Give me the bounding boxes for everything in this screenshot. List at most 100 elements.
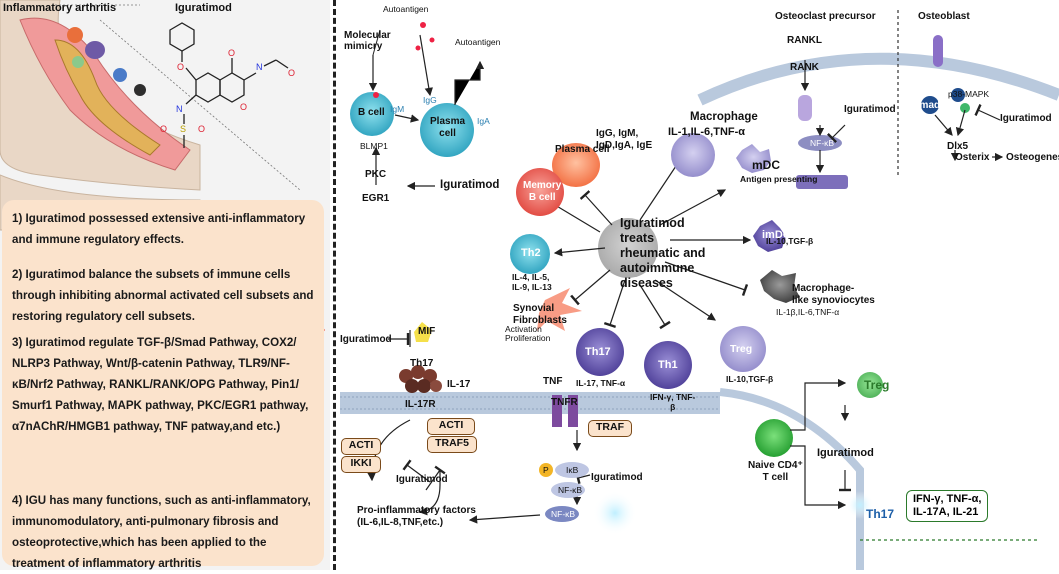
panel-divider [333, 0, 336, 570]
il17r-label: IL-17R [405, 399, 436, 410]
macrophage-shape [671, 133, 715, 177]
memory-b-shape [516, 168, 564, 216]
iguratimod-structure: O O N O O N S O O [160, 22, 295, 148]
autoantigen-label-2: Autoantigen [455, 37, 501, 47]
autoantigen-label-1: Autoantigen [383, 4, 429, 14]
traf-box: TRAF [588, 420, 632, 437]
plasma-cell-center-shape [552, 143, 600, 187]
summary-point-3: 3) Iguratimod regulate TGF-β/Smad Pathwa… [12, 336, 309, 433]
synoviocyte-label: Macrophage- like synoviocytes [792, 283, 875, 306]
p-label: P [543, 465, 549, 475]
dlx5-label: Dlx5 [947, 141, 969, 152]
bone-iguratimod-label-2: Iguratimod [1000, 113, 1052, 124]
mdc-shape [736, 144, 771, 173]
svg-text:O: O [288, 68, 295, 78]
synoviocyte-cytokines: IL-1β,IL-6,TNF-α [776, 307, 840, 317]
mdc-note: Antigen presenting [740, 174, 818, 184]
b-cell-shape [350, 92, 394, 136]
synovial-label: Synovial Fibroblasts [513, 303, 567, 326]
svg-text:O: O [240, 102, 247, 112]
imdc-cytokines: IL-10,TGF-β [766, 236, 814, 246]
synoviocyte-shape [760, 270, 800, 303]
th2-cytokines: IL-4, IL-5, IL-9, IL-13 [512, 272, 552, 292]
treg-label: Treg [864, 378, 890, 392]
svg-text:O: O [198, 124, 205, 134]
rankl-label: RANKL [787, 35, 822, 46]
th17-iguratimod-label-2: Iguratimod [396, 474, 448, 485]
osteogenesis-label: Osteogenesis [1006, 152, 1059, 163]
act1-box-a: ACTI [427, 418, 475, 435]
mdc-label: mDC [752, 158, 781, 172]
drug-title: Iguratimod [175, 2, 232, 14]
iga-label: IgA [477, 116, 490, 126]
synovial-note: Activation Proliferation [505, 324, 551, 343]
summary-point-4: 4) IGU has many functions, such as anti-… [12, 494, 311, 570]
th17-pathway-label: Th17 [410, 358, 434, 369]
memory-b-label: Memory B cell [523, 180, 562, 203]
igg-label: IgG [423, 95, 437, 105]
svg-text:O: O [228, 48, 235, 58]
plasma-cell-center-label: Plasma cell [555, 144, 610, 155]
nfkb-label-2: NF-κB [551, 509, 576, 519]
synovial-shape [537, 288, 582, 331]
pro-inflammatory-label: Pro-inflammatory factors (IL-6,IL-8,TNF,… [357, 505, 476, 528]
th17-tcell-label: Th17 [866, 507, 895, 521]
summary-box: 1) Iguratimod possessed extensive anti-i… [2, 200, 324, 570]
smad-label: smad [914, 100, 941, 111]
bone-membrane [697, 52, 1059, 106]
pkc-label: PKC [365, 169, 387, 180]
il17-label: IL-17 [447, 379, 471, 390]
imdc-shape [753, 220, 786, 252]
svg-text:O: O [160, 124, 167, 134]
th1-label: Th1 [658, 359, 678, 371]
th17-iguratimod-label: Iguratimod [340, 334, 392, 345]
treg-center-label: Treg [730, 343, 753, 355]
osteoblast-label: Osteoblast [918, 11, 970, 22]
th17-cytokine-box: IFN-γ, TNF-α, IL-17A, IL-21 [906, 490, 989, 522]
treg-center-cytokines: IL-10,TGF-β [726, 374, 774, 384]
tnfr-label: TNFR [551, 397, 578, 408]
mif-label: MIF [418, 326, 436, 337]
svg-text:N: N [176, 104, 183, 114]
naive-cell-shape [755, 419, 793, 457]
svg-text:N: N [256, 62, 263, 72]
bcell-iguratimod-label: Iguratimod [440, 179, 500, 191]
summary-point-1: 1) Iguratimod possessed extensive anti-i… [12, 212, 306, 246]
ikki-box: IKKI [341, 456, 381, 473]
b-cell-label: B cell [358, 107, 385, 118]
th17-cluster [399, 365, 442, 393]
naive-cell-label: Naive CD4⁺ T cell [748, 460, 803, 483]
macrophage-label: Macrophage [690, 111, 758, 123]
osteoclast-precursor-label: Osteoclast precursor [775, 11, 876, 22]
mif-star [414, 322, 432, 342]
th17-center-cytokines: IL-17, TNF-α [576, 378, 626, 388]
rank-label: RANK [790, 62, 819, 73]
ig-list-label: IgG, IgM, IgD,IgA, IgE [596, 128, 653, 151]
bone-iguratimod-label: Iguratimod [844, 104, 896, 115]
th1-cytokines: IFN-γ, TNF- β [650, 392, 696, 412]
ikb-label: IκB [566, 465, 579, 475]
th2-shape [510, 234, 550, 274]
treg-shape [720, 326, 766, 372]
th17-center-label: Th17 [585, 346, 611, 358]
act1-box-b: ACTI [341, 438, 381, 455]
svg-text:S: S [180, 124, 186, 134]
imdc-label: imDC [762, 229, 791, 241]
th1-shape [644, 341, 692, 389]
egr1-label: EGR1 [362, 193, 390, 204]
osterix-label: Osterix [955, 152, 990, 163]
plasma-cell-label: Plasma cell [430, 116, 466, 139]
p38-label: p38-MAPK [948, 89, 990, 99]
svg-text:O: O [177, 62, 184, 72]
nfkb-label-1: NF-κB [558, 485, 583, 495]
center-summary: Iguratimod treats rheumatic and autoimmu… [620, 216, 706, 290]
joint-illustration [0, 0, 301, 231]
tnf-label: TNF [543, 376, 563, 387]
th2-label: Th2 [521, 247, 541, 259]
tnf-iguratimod-label: Iguratimod [591, 472, 643, 483]
summary-point-2: 2) Iguratimod balance the subsets of imm… [12, 268, 314, 323]
disease-title: Inflammatory arthritis [3, 2, 117, 14]
molecular-mimicry-label: Molecular mimicry [344, 30, 391, 52]
tcell-iguratimod-label: Iguratimod [817, 447, 874, 459]
nfkb-label: NF-κB [810, 138, 835, 148]
